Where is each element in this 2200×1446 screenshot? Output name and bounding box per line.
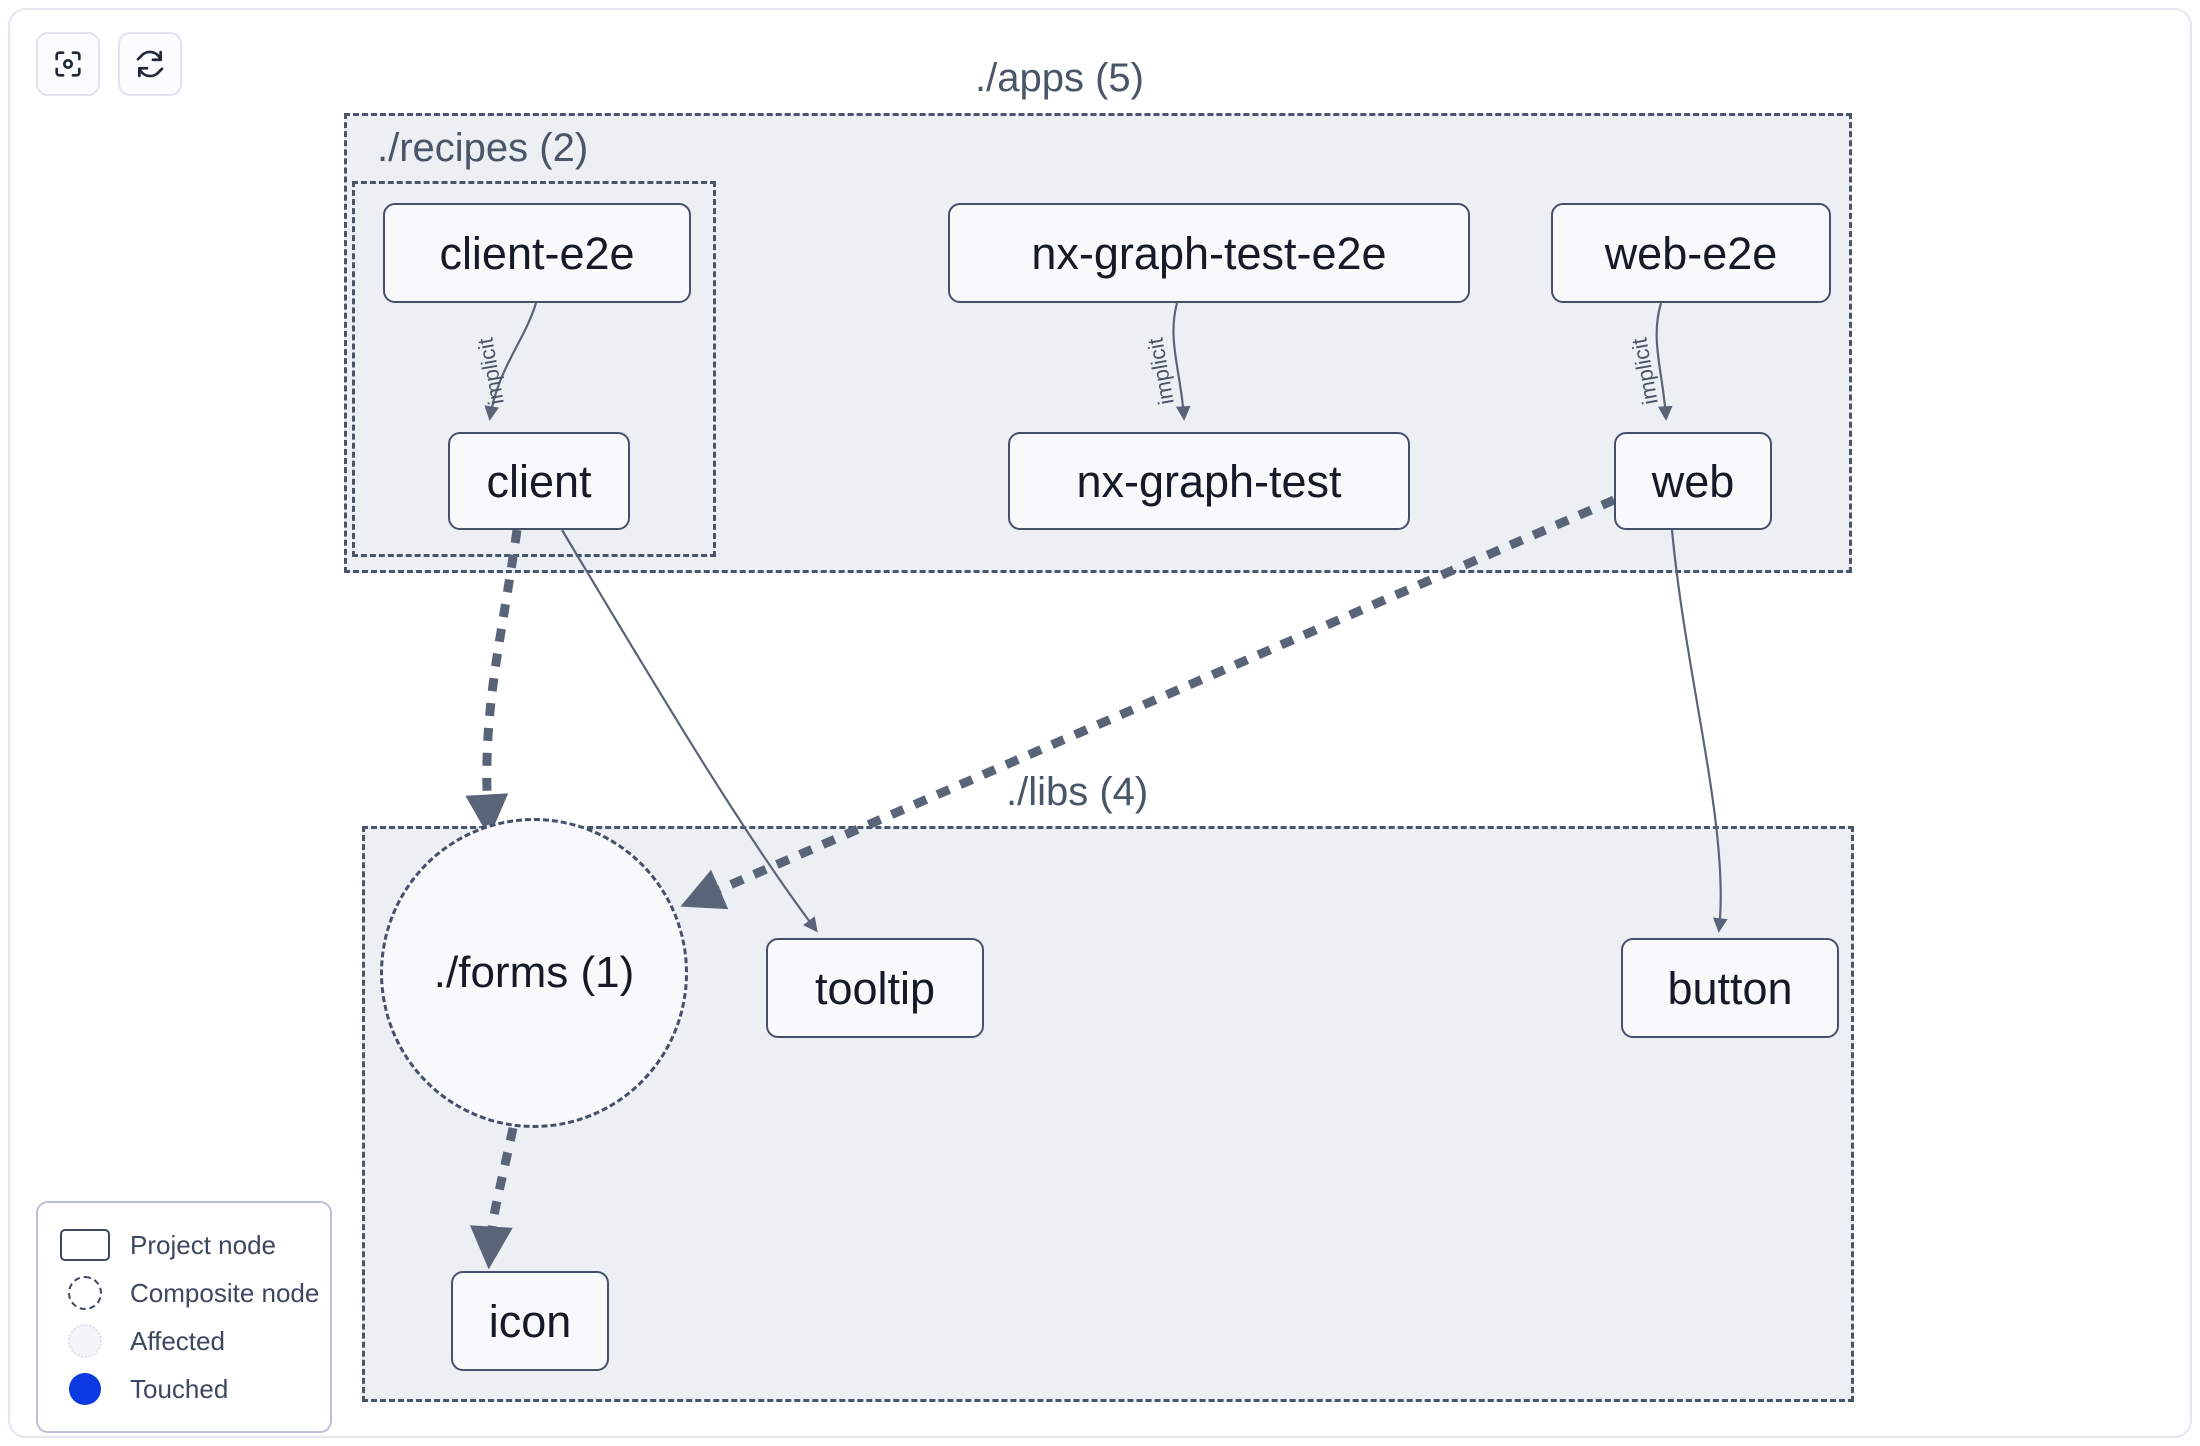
node-nx-graph-test-e2e[interactable]: nx-graph-test-e2e	[948, 203, 1470, 303]
affected-icon	[58, 1324, 112, 1358]
node-forms[interactable]: ./forms (1)	[380, 818, 688, 1128]
legend-label: Touched	[130, 1374, 229, 1404]
node-icon[interactable]: icon	[451, 1271, 609, 1371]
focus-target-icon	[51, 47, 85, 81]
node-tooltip[interactable]: tooltip	[766, 938, 984, 1038]
refresh-icon	[133, 47, 167, 81]
legend-item-project-node: Project node	[58, 1221, 310, 1269]
group-apps-label: ./apps (5)	[975, 56, 1144, 100]
project-node-icon	[58, 1229, 112, 1261]
composite-node-icon	[58, 1276, 112, 1310]
graph-toolbar	[36, 32, 182, 96]
node-button[interactable]: button	[1621, 938, 1839, 1038]
graph-legend: Project node Composite node Affected Tou…	[36, 1201, 332, 1433]
node-nx-graph-test[interactable]: nx-graph-test	[1008, 432, 1410, 530]
legend-item-touched: Touched	[58, 1365, 310, 1413]
refresh-graph-button[interactable]	[118, 32, 182, 96]
legend-item-composite-node: Composite node	[58, 1269, 319, 1317]
group-libs-label: ./libs (4)	[1006, 770, 1149, 814]
node-web-e2e[interactable]: web-e2e	[1551, 203, 1831, 303]
legend-label: Affected	[130, 1326, 225, 1356]
focus-graph-button[interactable]	[36, 32, 100, 96]
legend-label: Composite node	[130, 1278, 320, 1308]
group-recipes-label: ./recipes (2)	[377, 126, 589, 170]
node-web[interactable]: web	[1614, 432, 1772, 530]
legend-label: Project node	[130, 1230, 276, 1260]
node-client-e2e[interactable]: client-e2e	[383, 203, 691, 303]
legend-item-affected: Affected	[58, 1317, 310, 1365]
touched-icon	[58, 1373, 112, 1405]
node-client[interactable]: client	[448, 432, 630, 530]
